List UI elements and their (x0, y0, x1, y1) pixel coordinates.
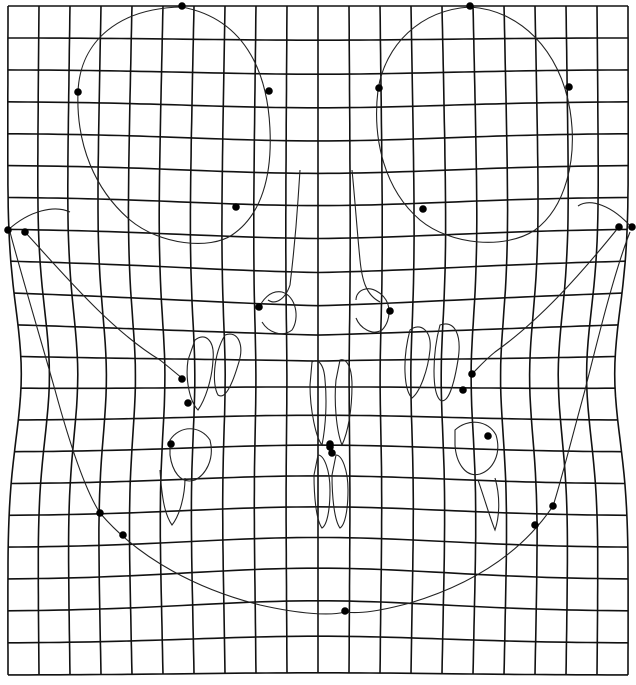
landmark-dot (265, 87, 273, 95)
landmark-dot (484, 432, 492, 440)
landmark-dot (468, 370, 476, 378)
landmark-dot (232, 203, 240, 211)
landmark-dot (341, 607, 349, 615)
landmark-dot (184, 399, 192, 407)
landmark-dot (4, 226, 12, 234)
landmark-dot (459, 386, 467, 394)
landmark-dot (74, 88, 82, 96)
landmark-dot (375, 84, 383, 92)
landmark-dot (119, 531, 127, 539)
landmark-dot (549, 502, 557, 510)
landmark-dot (21, 228, 29, 236)
landmark-dot (96, 509, 104, 517)
landmark-dot (328, 449, 336, 457)
grid-vertical-line (286, 6, 287, 673)
landmark-dot (167, 440, 175, 448)
landmark-dot (628, 223, 636, 231)
landmark-dot (531, 521, 539, 529)
landmark-dot (615, 223, 623, 231)
landmark-dot (565, 83, 573, 91)
landmark-dot (466, 2, 474, 10)
landmark-dot (419, 205, 427, 213)
landmark-dot (255, 303, 263, 311)
landmark-dot (386, 307, 394, 315)
landmark-dot (178, 375, 186, 383)
grid-vertical-line (349, 6, 350, 673)
landmark-dot (178, 2, 186, 10)
